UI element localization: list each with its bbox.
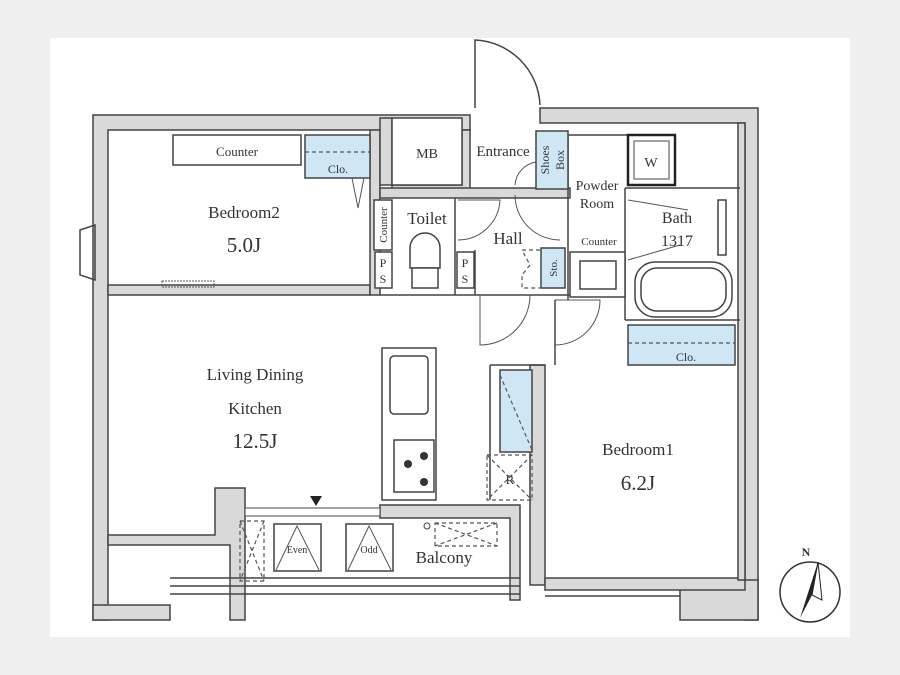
ldk-window[interactable] bbox=[244, 507, 381, 517]
counter-bedroom2 bbox=[172, 134, 302, 166]
pipe-space-1-p: P bbox=[380, 256, 387, 270]
closet-bedroom2-label: Clo. bbox=[328, 162, 348, 176]
ac-unit-odd-label: Odd bbox=[360, 545, 377, 556]
powder-room-label-1: Powder bbox=[576, 179, 619, 194]
closet-bedroom2[interactable] bbox=[304, 134, 371, 179]
fridge-label: R bbox=[506, 472, 515, 487]
closet-bedroom1[interactable] bbox=[627, 324, 736, 366]
pantry-storage[interactable] bbox=[499, 369, 533, 453]
hall-label: Hall bbox=[493, 229, 523, 248]
ldk-size: 12.5J bbox=[233, 429, 278, 453]
storage[interactable] bbox=[540, 247, 566, 289]
entrance-door[interactable] bbox=[474, 39, 541, 108]
shoes-box-label-2: Box bbox=[553, 150, 567, 170]
outer-walls bbox=[92, 107, 759, 621]
toilet-counter-label: Counter bbox=[378, 207, 390, 243]
powder-counter-label: Counter bbox=[581, 236, 617, 248]
bathtub-inner bbox=[640, 267, 727, 312]
bedroom1-size: 6.2J bbox=[621, 471, 655, 495]
bedroom2-window bbox=[161, 280, 215, 288]
pipe-space-2-s: S bbox=[462, 272, 469, 286]
shoes-box-label-1: Shoes bbox=[538, 145, 552, 174]
pipe-space-1-s: S bbox=[380, 272, 387, 286]
compass-north-label: N bbox=[802, 545, 811, 559]
closet-bedroom1-label: Clo. bbox=[676, 350, 696, 364]
mb-label: MB bbox=[416, 147, 438, 162]
bedroom1-label: Bedroom1 bbox=[602, 440, 674, 459]
washing-machine: W bbox=[626, 133, 677, 187]
toilet-fixture bbox=[409, 232, 441, 289]
powder-room-label-2: Room bbox=[580, 197, 614, 212]
north-compass-icon: N bbox=[779, 545, 841, 623]
balcony-railing bbox=[170, 577, 680, 597]
kitchen-counter bbox=[381, 347, 437, 501]
bath-shelf bbox=[717, 199, 727, 256]
bedroom2-label: Bedroom2 bbox=[208, 203, 280, 222]
stove-burners-icon bbox=[404, 452, 428, 486]
shoes-box[interactable] bbox=[535, 130, 569, 190]
pipe-space-2-p: P bbox=[462, 256, 469, 270]
washbasin bbox=[579, 260, 617, 290]
entrance-label: Entrance bbox=[476, 144, 530, 160]
pipe-space-1 bbox=[374, 251, 393, 289]
storage-label: Sto. bbox=[548, 259, 560, 277]
balcony: Even Odd Balcony bbox=[239, 520, 498, 582]
ldk-label-2: Kitchen bbox=[228, 399, 282, 418]
balcony-label: Balcony bbox=[416, 548, 473, 567]
toilet-label: Toilet bbox=[407, 209, 447, 228]
pipe-space-2 bbox=[456, 251, 475, 289]
bedroom2-size: 5.0J bbox=[227, 233, 261, 257]
washer-label: W bbox=[644, 156, 658, 171]
ac-unit-even-label: Even bbox=[287, 545, 308, 556]
bath-label: Bath bbox=[662, 210, 692, 227]
refrigerator-space: R bbox=[486, 454, 533, 501]
counter-bedroom2-label: Counter bbox=[216, 144, 259, 159]
doors[interactable] bbox=[79, 161, 689, 346]
meter-box bbox=[391, 117, 463, 186]
bath-size: 1317 bbox=[661, 233, 693, 250]
entry-marker-icon bbox=[310, 496, 322, 506]
toilet-counter bbox=[373, 199, 393, 251]
ldk-label-1: Living Dining bbox=[207, 365, 304, 384]
